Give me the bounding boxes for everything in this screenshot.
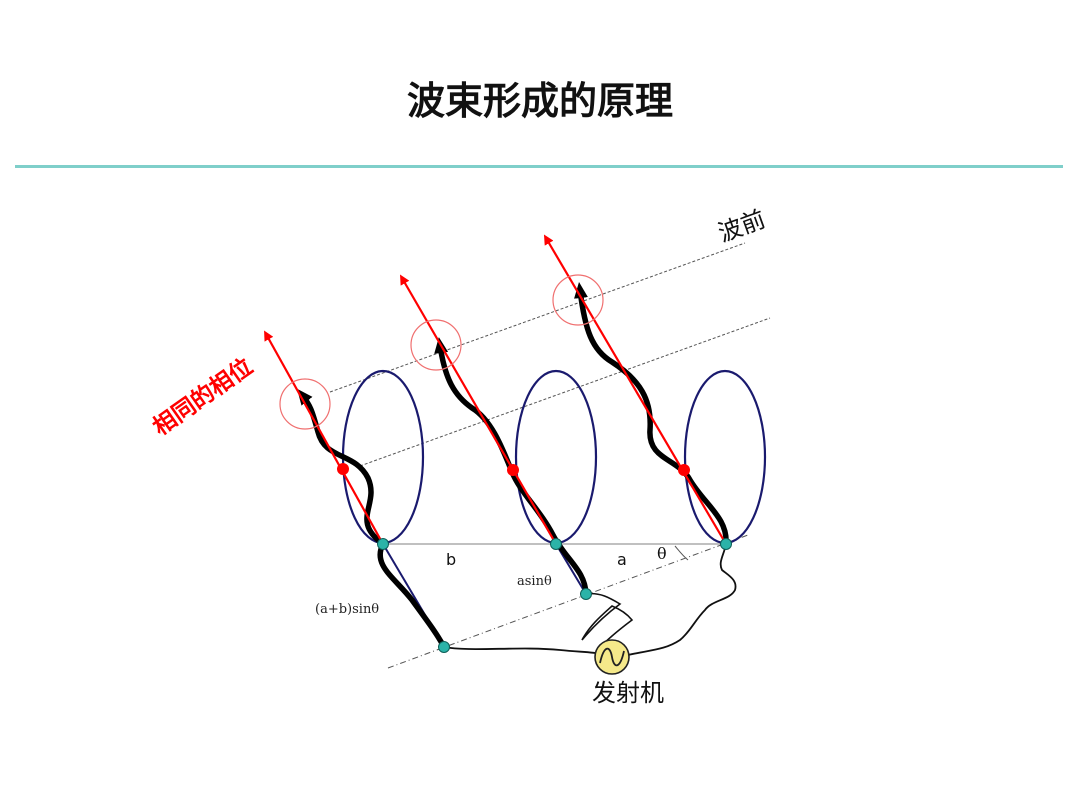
- node-feed-1: [438, 641, 450, 653]
- label-spacing-a: a: [617, 550, 627, 569]
- phase-dot-3: [678, 464, 690, 476]
- wavefront-line-upper: [329, 242, 746, 393]
- label-wavefront: 波前: [714, 205, 769, 248]
- antenna-loop-2: [514, 369, 598, 545]
- title-divider: [15, 165, 1063, 168]
- phase-circle-1: [279, 378, 331, 430]
- label-delay-a: asinθ: [517, 574, 552, 589]
- page-title: 波束形成的原理: [406, 79, 673, 123]
- phase-dot-1: [337, 463, 349, 475]
- wire-3: [627, 543, 737, 656]
- ray-1: [264, 330, 384, 545]
- ray-3: [543, 234, 727, 545]
- delay-reference-line: [387, 534, 749, 669]
- wave-3: [574, 282, 729, 545]
- node-antenna-1: [377, 538, 389, 550]
- label-spacing-b: b: [446, 550, 456, 569]
- label-same-phase: 相同的相位: [148, 353, 258, 441]
- wire-1: [443, 646, 603, 655]
- phase-circle-2: [410, 319, 462, 371]
- wire-2: [581, 592, 634, 653]
- label-angle: θ: [657, 544, 667, 563]
- phase-dot-2: [507, 464, 519, 476]
- antenna-loop-1: [341, 369, 425, 545]
- wavefront-line-lower: [359, 317, 771, 467]
- ray-2: [399, 274, 557, 545]
- node-antenna-3: [720, 538, 732, 550]
- wave-1-tail: [377, 542, 447, 649]
- angle-arc: [674, 545, 689, 561]
- node-feed-2: [580, 588, 592, 600]
- antenna-loop-3: [683, 369, 767, 545]
- label-transmitter: 发射机: [592, 679, 664, 707]
- transmitter-icon: [594, 639, 630, 675]
- label-delay-ab: (a+b)sinθ: [315, 602, 379, 617]
- node-antenna-2: [550, 538, 562, 550]
- phase-circle-3: [552, 274, 604, 326]
